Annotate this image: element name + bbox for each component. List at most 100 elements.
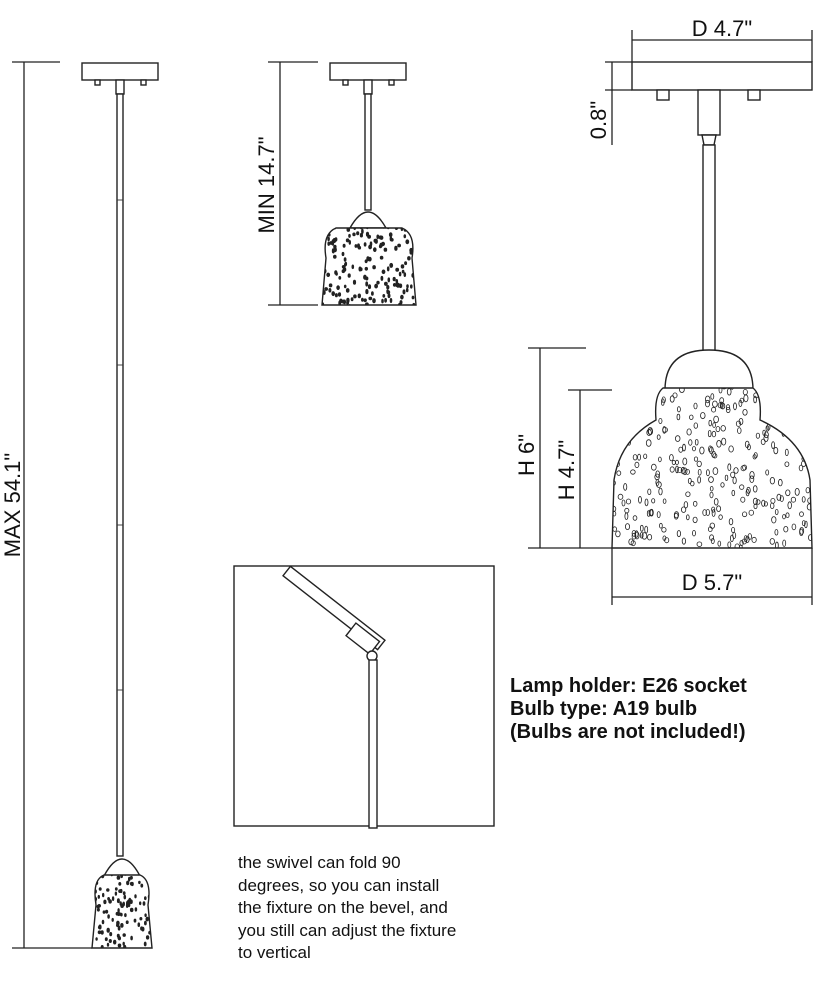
speckle — [346, 228, 351, 232]
speckle — [654, 473, 660, 481]
speckle — [696, 460, 702, 468]
speckle — [627, 395, 633, 401]
speckle — [762, 429, 766, 436]
speckle — [353, 294, 357, 299]
speckle — [711, 506, 716, 513]
speckle — [108, 899, 112, 904]
speckle — [676, 413, 681, 421]
speckle — [117, 935, 121, 940]
speckle — [389, 297, 393, 303]
speckle — [117, 911, 120, 917]
speckle — [764, 414, 770, 422]
speckle — [409, 228, 413, 229]
speckle — [338, 275, 342, 280]
speckle — [708, 476, 714, 483]
speckle — [658, 456, 662, 463]
speckle — [639, 524, 644, 532]
speckle — [378, 235, 382, 240]
speckle — [130, 935, 133, 941]
speckle — [92, 888, 95, 893]
speckle — [776, 493, 782, 501]
speckle — [138, 901, 142, 906]
speckle — [707, 526, 713, 532]
speckle — [685, 491, 691, 497]
speckle — [345, 238, 350, 243]
speckle — [406, 284, 409, 289]
speckle — [712, 453, 718, 459]
speckle — [357, 293, 361, 299]
speckle — [727, 541, 732, 548]
speckle — [360, 297, 364, 302]
speckle — [100, 930, 104, 935]
speckle — [336, 285, 340, 291]
speckle — [341, 251, 345, 257]
speckle — [640, 388, 645, 395]
speckle — [709, 491, 714, 499]
speckle — [720, 482, 725, 488]
speckle — [770, 404, 776, 411]
speckle — [617, 493, 624, 500]
speckle — [111, 917, 114, 922]
speckle — [361, 228, 364, 234]
speckle — [808, 388, 812, 395]
speckle — [721, 388, 727, 390]
speckle — [613, 413, 618, 420]
speckle — [623, 483, 628, 491]
speckle — [785, 512, 790, 518]
speckle — [739, 484, 745, 490]
speckle — [739, 397, 744, 404]
speckle — [786, 432, 792, 438]
speckle — [682, 443, 686, 452]
speckle — [116, 875, 121, 880]
speckle — [98, 887, 102, 891]
speckle — [106, 942, 110, 947]
speckle — [617, 388, 623, 397]
shade-diameter-dimension: D 5.7" — [611, 548, 813, 605]
speckle — [411, 230, 416, 235]
speckle — [101, 919, 105, 925]
speckle — [388, 232, 393, 238]
speckle — [104, 937, 108, 942]
speckle — [109, 931, 113, 937]
speckle — [683, 501, 689, 509]
speckle — [386, 228, 390, 230]
speckle — [404, 261, 408, 266]
speckle — [645, 439, 652, 447]
speckle — [400, 264, 405, 269]
lamp-holder-spec: Lamp holder: E26 socket — [510, 675, 747, 697]
speckle — [648, 428, 653, 436]
speckle — [133, 918, 137, 923]
speckle — [352, 279, 357, 285]
speckle — [101, 892, 105, 898]
speckle — [111, 896, 115, 901]
pendant-detail-drawing — [611, 61, 813, 549]
speckle — [92, 893, 95, 898]
speckle — [646, 388, 650, 390]
speckle — [402, 289, 406, 295]
speckle — [658, 417, 663, 424]
speckle — [641, 388, 647, 393]
speckle — [120, 875, 123, 879]
speckle — [710, 538, 715, 545]
speckle — [693, 422, 698, 429]
speckle — [743, 535, 748, 543]
speckle — [685, 468, 690, 475]
caption-line: the fixture on the bevel, and — [238, 898, 448, 917]
speckle — [381, 298, 384, 304]
speckle — [753, 503, 758, 510]
speckle — [624, 512, 629, 520]
bulb-note: (Bulbs are not included!) — [510, 721, 746, 743]
speckle — [804, 520, 808, 529]
speckle — [806, 450, 812, 457]
speckle — [381, 269, 386, 275]
speckle — [785, 489, 791, 497]
speckle — [686, 428, 692, 436]
speckle — [612, 433, 615, 441]
swivel-caption: the swivel can fold 90 degrees, so you c… — [238, 852, 518, 965]
speckle — [705, 399, 711, 408]
speckle — [138, 880, 141, 885]
speckle — [717, 540, 722, 547]
speckle — [379, 255, 384, 260]
speckle — [631, 530, 637, 537]
speckle — [120, 903, 124, 908]
